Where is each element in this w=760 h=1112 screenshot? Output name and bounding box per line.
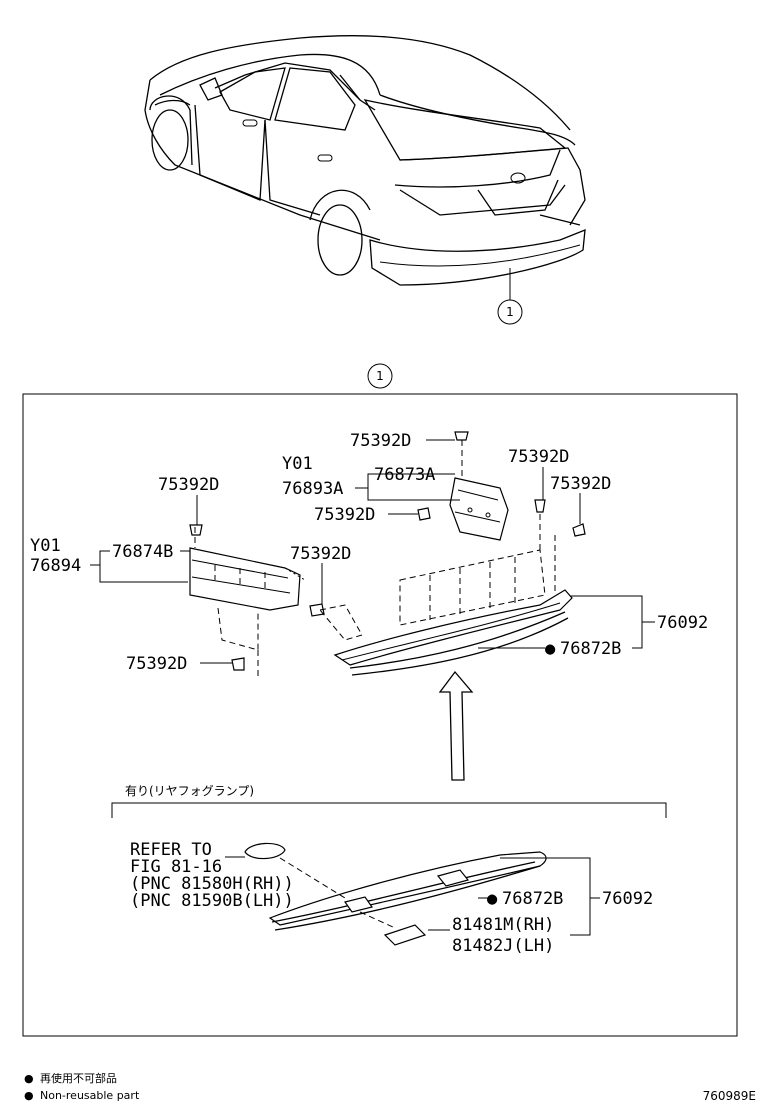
car-overview-illustration <box>144 35 586 286</box>
label-75392d-right-b: 75392D <box>550 474 611 494</box>
nonreusable-marker: ● <box>545 639 556 659</box>
detail-callout-circle <box>367 363 393 389</box>
label-75392d-left-top: 75392D <box>158 475 219 495</box>
label-y01-center: Y01 <box>282 454 313 474</box>
refer-line-2: FIG 81-16 <box>130 857 222 877</box>
left-bracket-76874b <box>189 527 306 678</box>
label-76894: 76894 <box>30 556 81 576</box>
legend-marker-ja: ● <box>24 1072 34 1085</box>
label-76893a: 76893A <box>282 479 343 499</box>
label-75392d-top-center: 75392D <box>350 431 411 451</box>
label-y01-left: Y01 <box>30 536 61 556</box>
overview-callout-circle <box>497 299 523 325</box>
legend-text-ja: 再使用不可部品 <box>40 1071 117 1085</box>
variant-label-76092: 76092 <box>602 889 653 909</box>
label-76874b: 76874B <box>112 542 173 562</box>
direction-arrow <box>438 670 474 781</box>
bumper-cover-76092 <box>319 512 573 676</box>
label-75392d-center-b: 75392D <box>290 544 351 564</box>
detail-frame <box>22 393 738 1037</box>
legend-marker-en: ● <box>24 1089 34 1102</box>
refer-line-4: (PNC 81590B(LH)) <box>130 891 294 911</box>
variant-nonreusable-marker: ● <box>487 889 498 909</box>
leader-lines <box>90 439 655 664</box>
variant-leader-lines <box>225 856 600 936</box>
label-75392d-center-a: 75392D <box>314 505 375 525</box>
center-bracket-76873a <box>449 440 509 541</box>
variant-bracket <box>111 802 667 818</box>
label-76872b: 76872B <box>560 639 621 659</box>
overview-callout-text: 1 <box>506 305 514 319</box>
label-75392d-right-a: 75392D <box>508 447 569 467</box>
legend-text-en: Non-reusable part <box>40 1089 140 1102</box>
label-81482j-lh: 81482J(LH) <box>452 936 554 956</box>
clip-icon <box>189 431 586 671</box>
detail-callout-text: 1 <box>376 369 384 383</box>
variant-title: 有り(リヤフォグランプ) <box>125 784 254 798</box>
label-76092: 76092 <box>657 613 708 633</box>
variant-label-76872b: 76872B <box>502 889 563 909</box>
figure-id: 760989E <box>703 1089 756 1103</box>
label-75392d-left-bottom: 75392D <box>126 654 187 674</box>
label-76873a: 76873A <box>374 465 435 485</box>
variant-bumper-cover <box>244 842 547 946</box>
refer-line-3: (PNC 81580H(RH)) <box>130 874 294 894</box>
refer-line-1: REFER TO <box>130 840 212 860</box>
legend: ● 再使用不可部品 ● Non-reusable part <box>24 1071 140 1102</box>
label-81481m-rh: 81481M(RH) <box>452 915 554 935</box>
